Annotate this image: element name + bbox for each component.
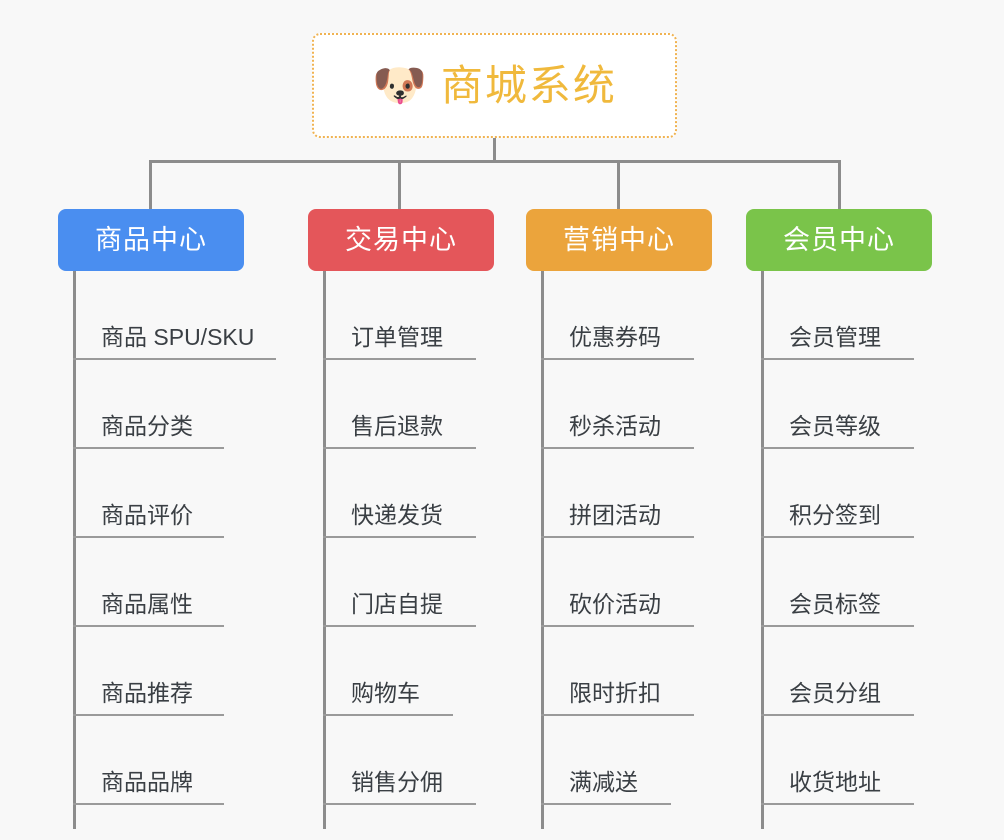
leaf-label: 商品品牌 — [101, 769, 193, 795]
leaf-underline — [761, 714, 914, 716]
trunk-connector-bar — [149, 160, 841, 163]
root-connector-stem — [493, 138, 496, 162]
leaf-label: 快递发货 — [351, 502, 443, 528]
leaf-underline — [541, 358, 694, 360]
leaf-underline — [761, 536, 914, 538]
leaf-label: 订单管理 — [351, 324, 443, 350]
leaf-underline — [73, 447, 224, 449]
dog-face-icon: 🐶 — [372, 60, 427, 110]
leaf-underline — [761, 358, 914, 360]
leaf-underline — [323, 358, 476, 360]
leaf-label: 门店自提 — [351, 591, 443, 617]
leaf-underline — [323, 447, 476, 449]
column-spine — [73, 271, 76, 829]
leaf-underline — [541, 625, 694, 627]
leaf-underline — [73, 803, 224, 805]
branch-drop-2 — [398, 160, 401, 211]
leaf-underline — [323, 714, 453, 716]
branch-drop-4 — [838, 160, 841, 211]
leaf-label: 商品推荐 — [101, 680, 193, 706]
leaf-label: 积分签到 — [789, 502, 881, 528]
leaf-underline — [323, 803, 476, 805]
leaf-label: 商品属性 — [101, 591, 193, 617]
leaf-underline — [761, 447, 914, 449]
leaf-underline — [73, 358, 276, 360]
leaf-underline — [73, 625, 224, 627]
leaf-label: 拼团活动 — [569, 502, 661, 528]
category-box-member[interactable]: 会员中心 — [746, 209, 932, 271]
leaf-underline — [323, 536, 476, 538]
leaf-underline — [541, 536, 694, 538]
leaf-label: 满减送 — [569, 769, 638, 795]
leaf-label: 商品评价 — [101, 502, 193, 528]
leaf-label: 会员管理 — [789, 324, 881, 350]
leaf-label: 商品 SPU/SKU — [101, 324, 255, 350]
leaf-underline — [541, 714, 694, 716]
branch-drop-3 — [617, 160, 620, 211]
category-box-product[interactable]: 商品中心 — [58, 209, 244, 271]
leaf-label: 购物车 — [351, 680, 420, 706]
leaf-label: 会员分组 — [789, 680, 881, 706]
page-title: 商城系统 — [440, 61, 617, 109]
leaf-label: 砍价活动 — [569, 591, 661, 617]
column-spine — [541, 271, 544, 829]
leaf-underline — [541, 803, 671, 805]
category-label: 营销中心 — [563, 224, 675, 255]
leaf-underline — [541, 447, 694, 449]
category-box-marketing[interactable]: 营销中心 — [526, 209, 712, 271]
leaf-label: 会员标签 — [789, 591, 881, 617]
leaf-underline — [73, 536, 224, 538]
column-spine — [323, 271, 326, 829]
leaf-label: 限时折扣 — [569, 680, 661, 706]
category-label: 会员中心 — [783, 224, 895, 255]
category-box-trade[interactable]: 交易中心 — [308, 209, 494, 271]
category-label: 商品中心 — [95, 224, 207, 255]
leaf-label: 收货地址 — [789, 769, 881, 795]
leaf-underline — [761, 803, 914, 805]
column-spine — [761, 271, 764, 829]
category-label: 交易中心 — [345, 224, 457, 255]
leaf-label: 商品分类 — [101, 413, 193, 439]
root-node[interactable]: 🐶 商城系统 — [312, 33, 677, 138]
leaf-underline — [323, 625, 476, 627]
leaf-label: 秒杀活动 — [569, 413, 661, 439]
leaf-label: 销售分佣 — [351, 769, 443, 795]
leaf-label: 优惠券码 — [569, 324, 661, 350]
leaf-underline — [73, 714, 224, 716]
leaf-label: 售后退款 — [351, 413, 443, 439]
leaf-label: 会员等级 — [789, 413, 881, 439]
branch-drop-1 — [149, 160, 152, 211]
leaf-underline — [761, 625, 914, 627]
